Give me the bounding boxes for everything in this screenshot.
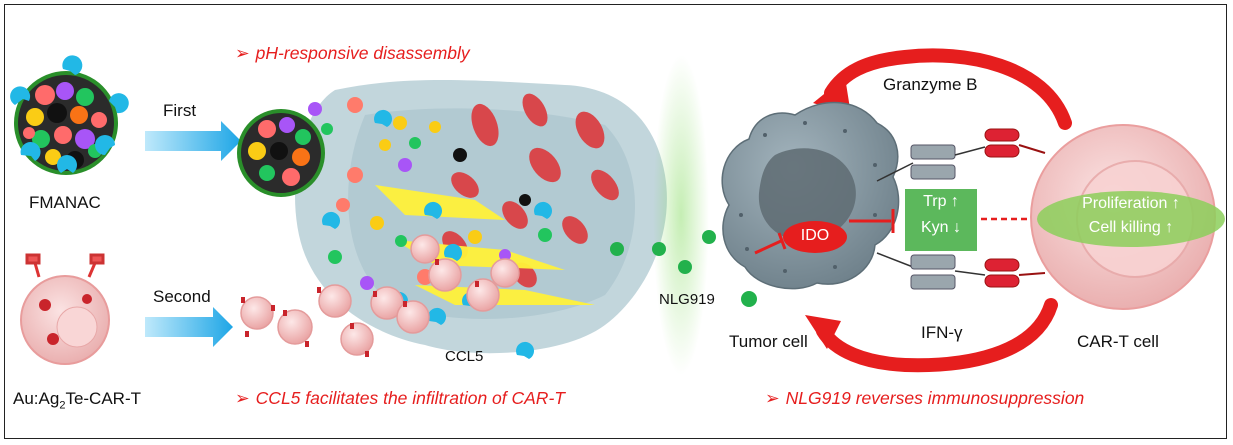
- label-second: Second: [153, 287, 211, 306]
- label-trp: Trp ↑: [923, 193, 959, 210]
- fmanac-nanoparticle: [10, 55, 129, 175]
- label-au-ag2te-car-t: Au:Ag2Te-CAR-T: [13, 389, 141, 412]
- receptor-complex-top: [876, 128, 1046, 182]
- label-ccl5: CCL5: [445, 348, 484, 365]
- label-first: First: [163, 101, 197, 120]
- first-arrow: [145, 121, 241, 161]
- receptor-complex-bottom: [876, 252, 1046, 290]
- label-tumor-cell: Tumor cell: [729, 332, 808, 351]
- label-cell-killing: Cell killing ↑: [1088, 219, 1174, 236]
- label-granzyme-b: Granzyme B: [883, 75, 978, 94]
- ido-to-trp-inhibition: [849, 209, 895, 233]
- granzyme-b-arrow: [824, 48, 1072, 130]
- label-fmanac: FMANAC: [29, 193, 101, 212]
- diagram-canvas: [10, 48, 1225, 375]
- tumor-cell-graphic: [721, 101, 900, 290]
- label-kyn: Kyn ↓: [920, 219, 961, 236]
- proliferation-oval: [1037, 191, 1225, 247]
- label-car-t-cell: CAR-T cell: [1077, 332, 1159, 351]
- nlg919-legend-glyph: [741, 291, 757, 307]
- car-t-cell-left: [20, 253, 110, 365]
- ido-enzyme: [783, 221, 847, 253]
- label-proliferation: Proliferation ↑: [1082, 195, 1180, 212]
- label-ido: IDO: [800, 227, 830, 244]
- trp-kyn-box: [905, 189, 977, 251]
- label-ifn-gamma: IFN-γ: [921, 323, 963, 342]
- disassembling-nanoparticle: [237, 102, 333, 197]
- ccl5-legend-glyph: [516, 341, 535, 359]
- tumor-tissue: [295, 80, 667, 354]
- infiltrating-car-t-cells: [240, 234, 520, 357]
- released-particles: [328, 97, 552, 290]
- figure-frame: ➢pH-responsive disassembly ➢CCL5 facilit…: [4, 4, 1227, 439]
- ifn-gamma-arrow: [816, 298, 1058, 373]
- headline-ph-disassembly: ➢pH-responsive disassembly: [235, 43, 470, 63]
- headline-nlg919-reverses: ➢NLG919 reverses immunosuppression: [765, 388, 1085, 408]
- label-nlg919: NLG919: [659, 291, 715, 308]
- car-t-cell-right: [1030, 124, 1225, 310]
- second-arrow: [145, 307, 233, 347]
- panel-divider-glow: [653, 55, 709, 375]
- headline-ccl5-infiltration: ➢CCL5 facilitates the infiltration of CA…: [235, 388, 565, 408]
